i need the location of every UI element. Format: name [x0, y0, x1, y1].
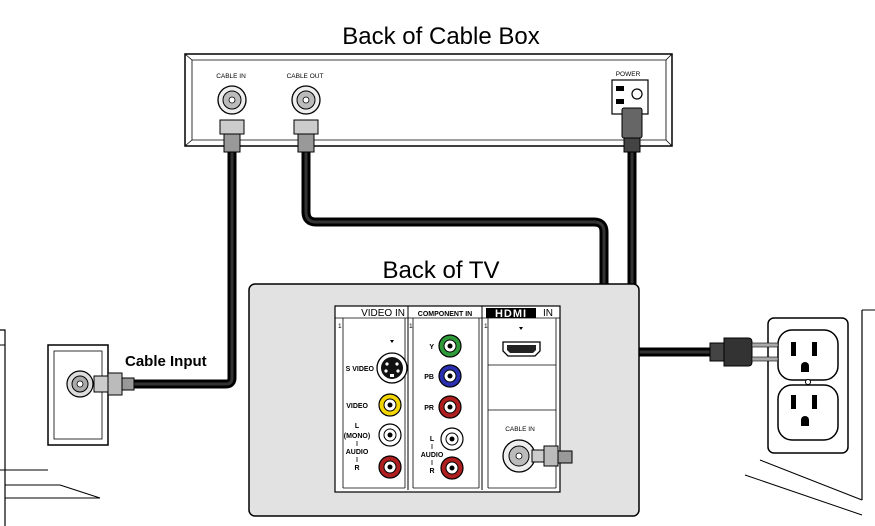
component-y-jack-green [438, 334, 462, 358]
component-y-label: Y [429, 344, 434, 351]
power-plug-box-end [621, 107, 643, 153]
power-cord [627, 150, 712, 357]
component-pr-label: PR [424, 405, 434, 412]
component-audio-jack-white [440, 427, 464, 451]
video-in-header: VIDEO IN [361, 308, 405, 319]
cable-box-cable-in-jack [217, 85, 247, 115]
coax-connector-box-in [219, 119, 245, 153]
component-l-label: L [430, 436, 435, 443]
tv-cable-in-label: CABLE IN [505, 426, 535, 433]
hdmi-in-number: 1 [484, 323, 488, 330]
left-wall-plate [0, 329, 109, 526]
video-in-number: 1 [338, 323, 342, 330]
cable-box-cable-out-jack [291, 85, 321, 115]
hdmi-in-header: IN [543, 308, 553, 319]
cable-box-cable-in-label: CABLE IN [216, 73, 246, 80]
tv-title: Back of TV [383, 257, 500, 284]
right-wall-plate [744, 309, 875, 516]
cable-box-cable-out-label: CABLE OUT [287, 73, 324, 80]
component-in-header: COMPONENT IN [418, 311, 472, 318]
power-plug-wall-end [709, 337, 779, 367]
coax-connector-box-out [293, 119, 319, 153]
component-audio-label: AUDIO [421, 452, 444, 459]
svideo-jack [376, 352, 408, 384]
component-pb-jack-blue [438, 364, 462, 388]
component-pb-label: PB [424, 374, 434, 381]
component-pr-jack-red [438, 395, 462, 419]
audio-l-label: L [355, 423, 360, 430]
video-in-r-label: R [354, 465, 359, 472]
coax-cable-input [132, 150, 237, 389]
video-jack-yellow [378, 393, 402, 417]
cable-box [184, 53, 673, 147]
svideo-label: S VIDEO [346, 366, 375, 373]
audio-jack-white [378, 423, 402, 447]
component-in-number: 1 [409, 323, 413, 330]
audio-jack-red [378, 455, 402, 479]
coax-connector-tv [531, 445, 573, 467]
hdmi-port [502, 341, 541, 357]
cable-box-power-label: POWER [616, 71, 641, 78]
component-audio-jack-red [440, 456, 464, 480]
hdmi-logo: HDMI [495, 308, 527, 320]
tv-cable-in-jack [502, 439, 536, 473]
cable-box-title: Back of Cable Box [342, 23, 539, 50]
component-r-label: R [429, 468, 434, 475]
wall-coax-jack [66, 370, 94, 398]
video-label: VIDEO [346, 403, 368, 410]
video-in-audio-label: AUDIO [346, 449, 369, 456]
coax-connector-wall [93, 372, 135, 396]
cable-input-label: Cable Input [125, 353, 207, 370]
audio-mono-label: (MONO) [344, 433, 370, 440]
